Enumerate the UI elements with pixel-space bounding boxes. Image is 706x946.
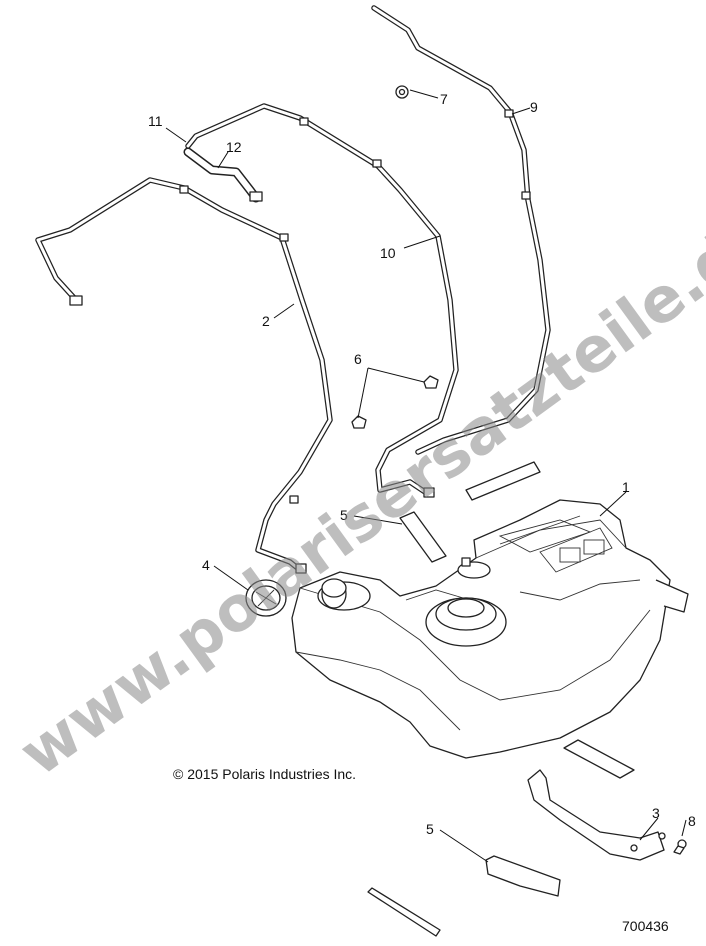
pad-5-lower [485, 855, 561, 897]
callout-8: 8 [688, 813, 696, 829]
callout-5-upper: 5 [340, 507, 348, 523]
callout-4: 4 [202, 557, 210, 573]
callout-1: 1 [622, 479, 630, 495]
leader-lines [165, 89, 687, 863]
vent-line-2 [35, 177, 333, 574]
bolt-8 [673, 839, 687, 855]
callout-2: 2 [262, 313, 270, 329]
fuel-tank-1 [291, 499, 689, 759]
strip-lower [367, 887, 441, 937]
callout-6: 6 [354, 351, 362, 367]
vent-line-10 [185, 103, 459, 498]
figure-number: 700436 [622, 918, 669, 934]
callout-11: 11 [148, 113, 163, 129]
pad-5-upper [399, 511, 447, 563]
callout-3: 3 [652, 805, 660, 821]
callout-12: 12 [226, 139, 242, 155]
callout-7: 7 [440, 91, 448, 107]
clip-6-upper [423, 375, 439, 389]
callout-9: 9 [530, 99, 538, 115]
copyright-text: © 2015 Polaris Industries Inc. [173, 766, 357, 782]
clip-7 [395, 85, 409, 99]
pad-upper-1 [465, 461, 541, 501]
fuel-cap-4 [245, 579, 287, 617]
clip-6-lower [351, 415, 367, 429]
strap-3 [527, 769, 666, 861]
callout-5-lower: 5 [426, 821, 434, 837]
pad-lower-1 [563, 739, 635, 779]
hose-12 [183, 147, 263, 203]
vent-line-9 [371, 5, 551, 455]
callout-10: 10 [380, 245, 396, 261]
